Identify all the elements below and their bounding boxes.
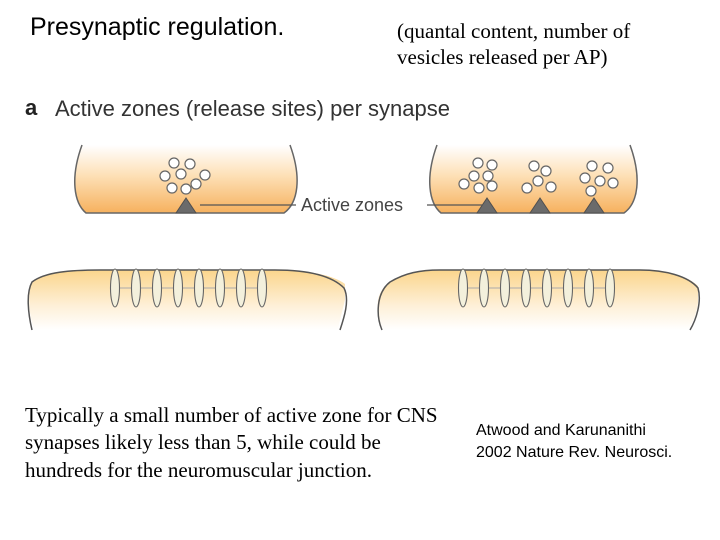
active-zone — [583, 197, 605, 214]
callout-label: Active zones — [301, 195, 403, 215]
receptor-row — [109, 268, 268, 308]
panel-title: Active zones (release sites) per synapse — [55, 96, 450, 121]
slide-subtitle: (quantal content, number of vesicles rel… — [397, 19, 631, 70]
active-zone — [175, 197, 197, 214]
receptor-row — [457, 268, 616, 308]
presynaptic-terminal-right — [429, 144, 638, 214]
postsynaptic-membrane-left — [27, 268, 348, 331]
citation-journal: 2002 Nature Rev. Neurosci. — [476, 444, 673, 462]
active-zone — [529, 197, 551, 214]
body-text: Typically a small number of active zone … — [25, 403, 438, 482]
vesicle-cluster — [579, 160, 619, 197]
citation: Atwood and Karunanithi 2002 Nature Rev. … — [476, 420, 716, 465]
vesicle-cluster — [159, 157, 211, 195]
citation-authors: Atwood and Karunanithi — [476, 422, 646, 439]
panel-letter: a — [25, 95, 38, 120]
postsynaptic-membrane-right — [377, 268, 701, 331]
vesicle-cluster — [458, 157, 498, 194]
presynaptic-terminal-left — [74, 144, 298, 214]
vesicle-cluster — [521, 160, 557, 194]
synapse-figure: a Active zones (release sites) per synap… — [25, 95, 701, 331]
slide-title: Presynaptic regulation. — [30, 13, 285, 41]
